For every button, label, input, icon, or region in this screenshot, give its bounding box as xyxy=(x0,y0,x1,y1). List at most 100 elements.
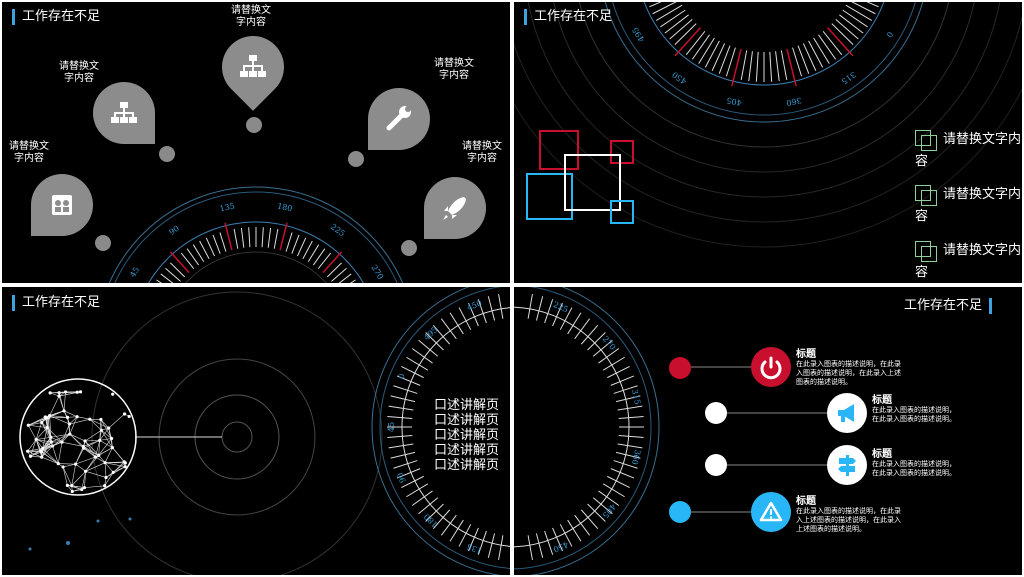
dial-number: 135 xyxy=(466,541,484,555)
signpost-icon xyxy=(838,455,856,476)
dial-tick xyxy=(291,234,300,254)
globe-link xyxy=(30,439,37,457)
dial-number: 225 xyxy=(552,300,570,314)
dial-tick xyxy=(842,9,868,28)
dial-number: 495 xyxy=(631,26,647,44)
row-icon-circle[interactable] xyxy=(827,393,867,433)
dial-tick xyxy=(660,9,686,28)
globe-link xyxy=(85,471,107,478)
dial-tick xyxy=(592,497,613,515)
dial-tick xyxy=(610,375,635,386)
dial-tick xyxy=(674,27,701,57)
dial-tick xyxy=(704,40,720,68)
row-desc: 在此录入图表的描述说明，在此录 入上述图表的描述说明，在此录入 上述图表的描述说… xyxy=(796,507,901,533)
pin-5[interactable] xyxy=(424,177,486,239)
dial-tick xyxy=(406,356,429,371)
dial-tick xyxy=(401,475,424,489)
dial-tick xyxy=(656,4,683,21)
globe-link xyxy=(71,471,86,486)
globe-node xyxy=(123,465,127,469)
dial-tick xyxy=(432,509,451,530)
dial-tick xyxy=(602,483,625,498)
dial-tick xyxy=(698,37,715,64)
dial-tick xyxy=(261,227,264,248)
globe-link xyxy=(71,464,76,486)
warning-icon xyxy=(759,501,783,522)
globe-link xyxy=(28,422,42,426)
globe-link xyxy=(46,415,50,428)
globe-link xyxy=(67,416,78,418)
dial-tick xyxy=(602,356,625,371)
pin-4[interactable] xyxy=(368,88,430,150)
wrench-icon xyxy=(386,106,411,131)
row-title: 标题 xyxy=(796,496,816,507)
globe-node xyxy=(40,455,44,459)
dial-tick xyxy=(212,234,221,254)
dial-tick xyxy=(440,514,457,536)
dial-tick xyxy=(685,31,706,56)
globe-link xyxy=(41,445,53,458)
globe-node xyxy=(82,486,87,490)
dial-tick xyxy=(669,18,693,40)
dial-tick xyxy=(273,228,279,249)
globe-node xyxy=(65,415,70,419)
globe-node xyxy=(84,469,88,473)
dial-tick xyxy=(607,475,630,489)
dial-tick xyxy=(664,14,689,34)
dial-tick xyxy=(652,2,677,15)
org-chart-icon xyxy=(111,102,137,123)
pin-3[interactable] xyxy=(209,23,297,111)
globe-link xyxy=(27,439,37,452)
row-desc: 在此录入图表的描述说明， 在此录入图表的描述说明。 xyxy=(872,460,956,477)
dial-tick xyxy=(390,451,416,459)
globe-link xyxy=(72,487,85,492)
dial-tick xyxy=(613,385,638,394)
dial-tick xyxy=(835,18,859,40)
megaphone-icon xyxy=(838,404,854,422)
presentation-icon xyxy=(52,195,72,215)
dial-tick xyxy=(418,339,439,357)
pin-2[interactable] xyxy=(93,82,155,144)
dial-tick xyxy=(406,483,429,498)
globe-link xyxy=(46,427,63,443)
row-icon-circle[interactable] xyxy=(751,492,791,532)
globe-link xyxy=(27,448,43,452)
globe-link xyxy=(27,450,42,458)
dial-tick xyxy=(498,535,504,561)
oral-line: 口述讲解页 xyxy=(434,458,500,473)
globe-link xyxy=(100,419,109,429)
globe-link xyxy=(99,438,112,441)
row-icon-circle[interactable] xyxy=(827,445,867,485)
dial-tick xyxy=(618,416,644,419)
pin-1[interactable] xyxy=(31,174,93,236)
dial-tick xyxy=(607,365,630,379)
dial-tick xyxy=(418,497,439,515)
globe-link xyxy=(69,416,78,425)
globe-node xyxy=(122,412,127,416)
dial-tick xyxy=(649,2,662,8)
dial-tick xyxy=(610,468,635,479)
globe-node xyxy=(40,420,44,425)
dial-tick xyxy=(487,296,496,321)
globe-link xyxy=(89,418,102,431)
globe-link xyxy=(42,427,48,449)
globe-link xyxy=(105,462,126,467)
squares-icon xyxy=(915,240,937,262)
globe-node xyxy=(49,440,53,444)
dial-number: 495 xyxy=(422,325,439,342)
globe-link xyxy=(49,415,52,438)
dial-tick xyxy=(711,43,726,71)
globe-link xyxy=(69,433,84,447)
dial-tick xyxy=(587,503,606,522)
oral-line: 口述讲解页 xyxy=(434,443,500,458)
globe-link xyxy=(101,430,112,439)
row-icon-circle[interactable] xyxy=(751,347,791,387)
globe-link xyxy=(85,456,96,472)
dial-tick xyxy=(396,375,421,386)
dial-tick xyxy=(618,435,644,438)
dial-tick xyxy=(326,262,342,278)
